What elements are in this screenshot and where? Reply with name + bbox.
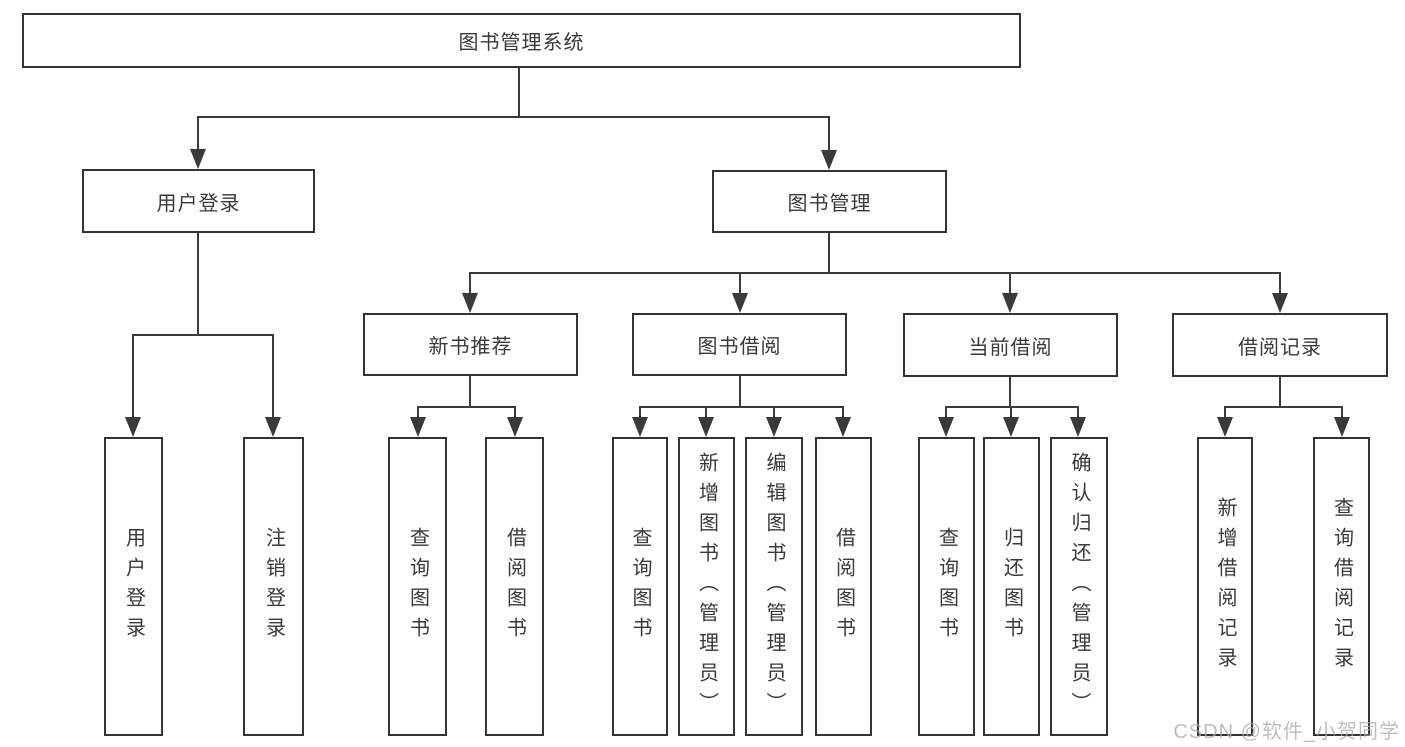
node-user-login: 用户登录 (82, 169, 315, 233)
node-new-book-recommend-label: 新书推荐 (428, 336, 513, 358)
arrow-down-icon (1334, 417, 1350, 437)
arrow-down-icon (1070, 417, 1086, 437)
node-new-book-recommend: 新书推荐 (363, 313, 578, 376)
leaf-edit-book-admin: 编辑图书（管理员） (745, 437, 803, 736)
node-root: 图书管理系统 (22, 13, 1021, 68)
arrow-down-icon (938, 417, 954, 437)
leaf-query-books-borrow: 查询图书 (612, 437, 668, 736)
connector-line (518, 68, 520, 117)
arrow-down-icon (125, 417, 141, 437)
connector-line (1279, 273, 1281, 295)
leaf-logout: 注销登录 (243, 437, 304, 736)
arrow-down-icon (462, 293, 478, 313)
connector-line (1224, 407, 1226, 419)
node-root-label: 图书管理系统 (458, 32, 585, 54)
connector-line (1010, 407, 1012, 419)
connector-line (132, 334, 274, 336)
connector-line (417, 406, 516, 408)
arrow-down-icon (1217, 417, 1233, 437)
connector-line (469, 376, 471, 408)
node-user-login-label: 用户登录 (156, 192, 241, 215)
leaf-return-book: 归还图书 (983, 437, 1040, 736)
leaf-query-borrow-record: 查询借阅记录 (1313, 437, 1370, 736)
arrow-down-icon (766, 417, 782, 437)
connector-line (639, 407, 641, 419)
leaf-label: 注销登录 (262, 526, 285, 647)
leaf-add-book-admin: 新增图书（管理员） (678, 437, 735, 736)
connector-line (842, 407, 844, 419)
connector-line (739, 273, 741, 295)
arrow-down-icon (732, 293, 748, 313)
arrow-down-icon (632, 417, 648, 437)
leaf-label: 查询图书 (629, 526, 651, 647)
arrow-down-icon (190, 149, 206, 169)
leaf-user-login: 用户登录 (104, 437, 163, 736)
connector-line (1077, 407, 1079, 419)
arrow-down-icon (821, 150, 837, 170)
connector-line (739, 376, 741, 408)
leaf-label: 新增图书（管理员） (695, 451, 718, 722)
node-borrow-records: 借阅记录 (1172, 313, 1388, 377)
arrow-down-icon (1002, 293, 1018, 313)
connector-line (132, 335, 134, 419)
leaf-borrow-books-recommend: 借阅图书 (485, 437, 544, 736)
leaf-label: 借阅图书 (503, 526, 526, 647)
leaf-query-books-current: 查询图书 (918, 437, 975, 736)
connector-line (828, 117, 830, 152)
leaf-label: 查询借阅记录 (1330, 496, 1353, 677)
node-book-management-label: 图书管理 (787, 193, 872, 215)
connector-line (945, 407, 947, 419)
arrow-down-icon (698, 417, 714, 437)
connector-line (469, 273, 471, 295)
connector-line (1279, 377, 1281, 408)
leaf-label: 查询图书 (935, 526, 958, 647)
leaf-query-books-recommend: 查询图书 (388, 437, 447, 736)
connector-line (197, 116, 830, 118)
connector-line (945, 406, 1079, 408)
leaf-label: 查询图书 (406, 526, 429, 647)
connector-line (1341, 407, 1343, 419)
connector-line (705, 407, 707, 419)
node-current-borrow-label: 当前借阅 (968, 336, 1053, 359)
leaf-add-borrow-record: 新增借阅记录 (1197, 437, 1253, 736)
arrow-down-icon (507, 417, 523, 437)
leaf-label: 借阅图书 (832, 526, 855, 647)
node-book-borrow: 图书借阅 (632, 313, 847, 376)
leaf-label: 归还图书 (1000, 526, 1023, 647)
leaf-label: 编辑图书（管理员） (763, 451, 785, 722)
node-book-borrow-label: 图书借阅 (697, 336, 782, 358)
arrow-down-icon (410, 417, 426, 437)
arrow-down-icon (265, 417, 281, 437)
connector-line (1009, 377, 1011, 408)
node-current-borrow: 当前借阅 (903, 313, 1118, 377)
node-book-management: 图书管理 (712, 170, 947, 233)
connector-line (639, 406, 844, 408)
leaf-label: 新增借阅记录 (1214, 496, 1236, 677)
node-borrow-records-label: 借阅记录 (1238, 336, 1322, 359)
leaf-borrow-books: 借阅图书 (815, 437, 872, 736)
connector-line (1224, 406, 1343, 408)
arrow-down-icon (1003, 417, 1019, 437)
connector-line (197, 117, 199, 151)
connector-line (417, 407, 419, 419)
connector-line (1009, 273, 1011, 295)
connector-line (469, 272, 1281, 274)
connector-line (828, 233, 830, 274)
connector-line (514, 407, 516, 419)
arrow-down-icon (1272, 293, 1288, 313)
arrow-down-icon (835, 417, 851, 437)
connector-line (272, 335, 274, 419)
leaf-label: 用户登录 (122, 526, 145, 647)
leaf-label: 确认归还（管理员） (1068, 451, 1090, 722)
watermark: CSDN @软件_小贺同学 (1173, 721, 1400, 743)
leaf-confirm-return-admin: 确认归还（管理员） (1050, 437, 1108, 736)
connector-line (197, 233, 199, 336)
connector-line (773, 407, 775, 419)
